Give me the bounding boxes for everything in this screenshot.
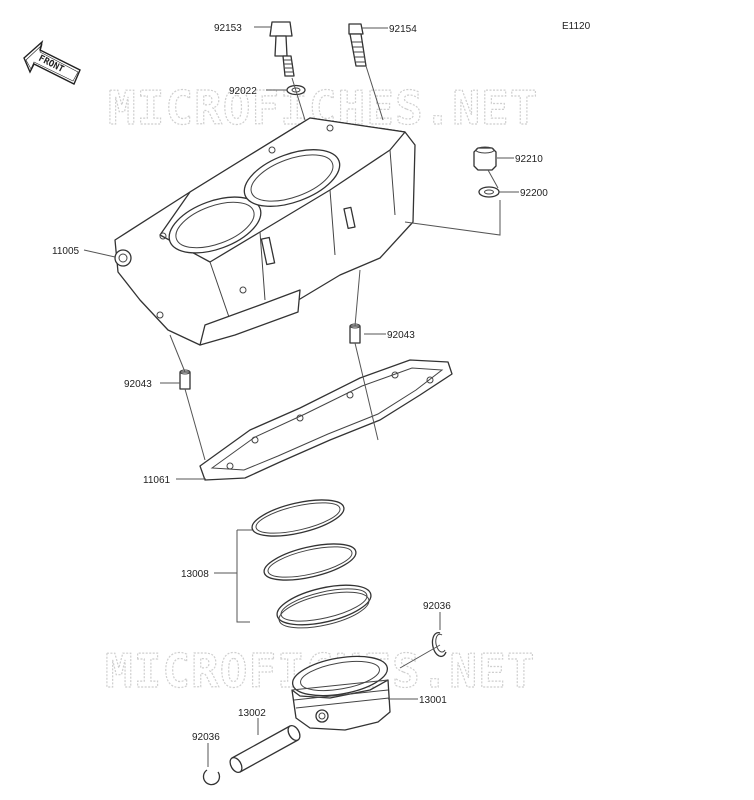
- label-92022: 92022: [229, 86, 257, 97]
- label-92036-bottom: 92036: [192, 732, 220, 743]
- front-arrow-icon: [23, 39, 81, 85]
- label-13001: 13001: [419, 695, 447, 706]
- piston-pin-13002: [229, 724, 301, 774]
- dowel-92043-right: [349, 323, 361, 344]
- dowel-92043-left: [179, 369, 191, 390]
- label-92154: 92154: [389, 24, 417, 35]
- bolt-92153: [269, 21, 295, 77]
- gasket-11061: [199, 359, 453, 481]
- circlip-92036-bottom: [202, 769, 221, 786]
- label-92043-right: 92043: [387, 330, 415, 341]
- leader-lines: [83, 26, 519, 767]
- label-92153: 92153: [214, 23, 242, 34]
- figure-code: E1120: [562, 21, 591, 32]
- label-13008: 13008: [181, 569, 209, 580]
- label-11061: 11061: [143, 475, 171, 486]
- washer-92200: [478, 186, 500, 198]
- label-11005: 11005: [52, 246, 80, 257]
- label-92043-left: 92043: [124, 379, 152, 390]
- cylinder-block-11005: [114, 117, 416, 346]
- piston-13001: [291, 655, 391, 731]
- piston-rings-13008: [251, 499, 372, 629]
- label-92200: 92200: [520, 188, 548, 199]
- bolt-92154: [348, 23, 367, 67]
- collar-92210: [473, 146, 497, 171]
- label-92210: 92210: [515, 154, 543, 165]
- label-92036-top: 92036: [423, 601, 451, 612]
- label-13002: 13002: [238, 708, 266, 719]
